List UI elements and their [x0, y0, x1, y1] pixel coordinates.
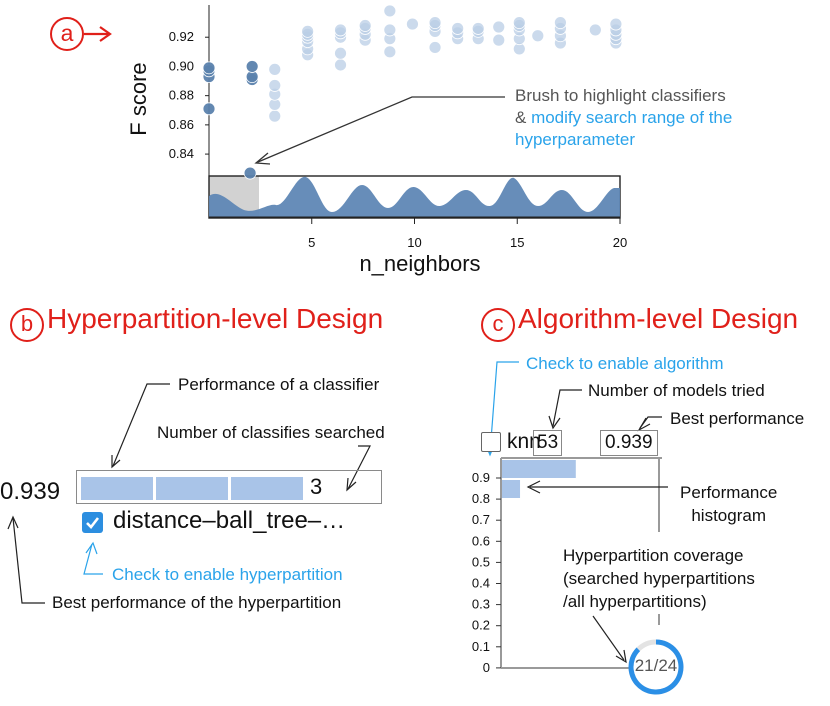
panel-c-title: Algorithm-level Design — [518, 303, 799, 334]
hyperpartition-bar-box[interactable]: 3 — [76, 470, 382, 504]
scatter-point[interactable] — [492, 20, 506, 34]
scatter-point[interactable] — [268, 62, 282, 76]
y-tick-label: 0.92 — [169, 29, 194, 44]
y-axis-ticks: 0.84 0.86 0.88 0.90 0.92 — [169, 29, 209, 161]
scatter-point[interactable] — [554, 16, 567, 30]
panel-a-marker: a — [50, 17, 84, 51]
scatter-point[interactable] — [202, 61, 216, 75]
models-tried-count: 53 — [533, 430, 563, 456]
y-tick-label: 0.88 — [169, 88, 194, 103]
label-best-hyperpartition: Best performance of the hyperpartition — [52, 593, 342, 612]
coverage-text: 21/24 — [634, 656, 678, 675]
scatter-point[interactable] — [301, 24, 315, 38]
hyperpartition-name: distance–ball_tree–… — [113, 507, 346, 534]
scatter-point[interactable] — [268, 79, 282, 92]
scatter-point[interactable] — [243, 166, 257, 180]
scatter-point[interactable] — [383, 23, 397, 37]
scatter-points — [202, 4, 623, 180]
x-tick-label: 15 — [510, 235, 524, 250]
algorithm-name: knn — [507, 430, 541, 453]
panel-c-marker: c — [481, 308, 515, 342]
classifier-count: 3 — [310, 474, 323, 499]
classifier-bar[interactable] — [231, 477, 303, 500]
x-axis-ticks: 5 10 15 20 — [308, 217, 627, 250]
scatter-point[interactable] — [492, 33, 506, 47]
y-tick-label: 0.86 — [169, 117, 194, 132]
scatter-point[interactable] — [428, 41, 442, 54]
scatter-point[interactable] — [334, 23, 347, 37]
scatter-point[interactable] — [383, 4, 397, 18]
label-performance-classifier: Performance of a classifier — [178, 375, 380, 394]
label-best-performance: Best performance — [670, 409, 805, 428]
x-axis-label: n_neighbors — [359, 251, 481, 276]
scatter-point[interactable] — [512, 16, 526, 30]
scatter-point[interactable] — [428, 16, 442, 30]
y-axis-label: F score — [126, 62, 151, 136]
scatter-point[interactable] — [358, 19, 372, 32]
scatter-point[interactable] — [471, 22, 485, 35]
y-tick-label: 0.84 — [169, 146, 194, 161]
label-histogram: Performance histogram — [680, 483, 778, 525]
scatter-point[interactable] — [406, 17, 419, 31]
scatter-point[interactable] — [451, 22, 465, 35]
classifier-bar[interactable] — [81, 477, 153, 500]
hyperpartition-checkbox[interactable] — [82, 512, 103, 533]
x-tick-label: 5 — [308, 235, 315, 250]
scatter-point[interactable] — [334, 58, 347, 72]
label-coverage: Hyperpartition coverage (searched hyperp… — [563, 546, 755, 611]
hyperpartition-best-score: 0.939 — [0, 478, 61, 505]
algorithm-checkbox[interactable] — [481, 432, 501, 452]
brush-annotation-arrow — [254, 96, 505, 165]
scatter-point[interactable] — [383, 45, 397, 59]
brush-annotation-text: Brush to highlight classifiers & modify … — [515, 85, 732, 151]
x-tick-label: 10 — [407, 235, 421, 250]
x-tick-label: 20 — [613, 235, 627, 250]
scatter-point[interactable] — [202, 102, 216, 116]
scatter-point[interactable] — [268, 109, 282, 123]
annotation-line-2: & modify search range of the — [515, 108, 733, 127]
scatter-point[interactable] — [531, 29, 545, 43]
label-check-hyperpartition: Check to enable hyperpartition — [112, 565, 343, 584]
scatter-point[interactable] — [245, 60, 259, 73]
panel-b-title: Hyperpartition-level Design — [47, 303, 384, 334]
algorithm-best-score: 0.939 — [600, 430, 658, 456]
density-curve — [209, 176, 620, 217]
scatter-point[interactable] — [609, 17, 623, 31]
scatter-point[interactable] — [334, 46, 347, 60]
label-number-models: Number of models tried — [588, 381, 765, 400]
annotation-line-1: Brush to highlight classifiers — [515, 86, 726, 105]
label-number-searched: Number of classifies searched — [157, 423, 385, 442]
panel-a-pointer-arrow — [84, 26, 112, 42]
panel-b-marker: b — [10, 308, 44, 342]
check-icon — [86, 517, 100, 529]
label-check-algorithm: Check to enable algorithm — [526, 354, 724, 373]
scatter-point[interactable] — [588, 23, 602, 37]
annotation-line-3: hyperparameter — [515, 130, 636, 149]
classifier-bar[interactable] — [156, 477, 228, 500]
y-tick-label: 0.90 — [169, 58, 194, 73]
